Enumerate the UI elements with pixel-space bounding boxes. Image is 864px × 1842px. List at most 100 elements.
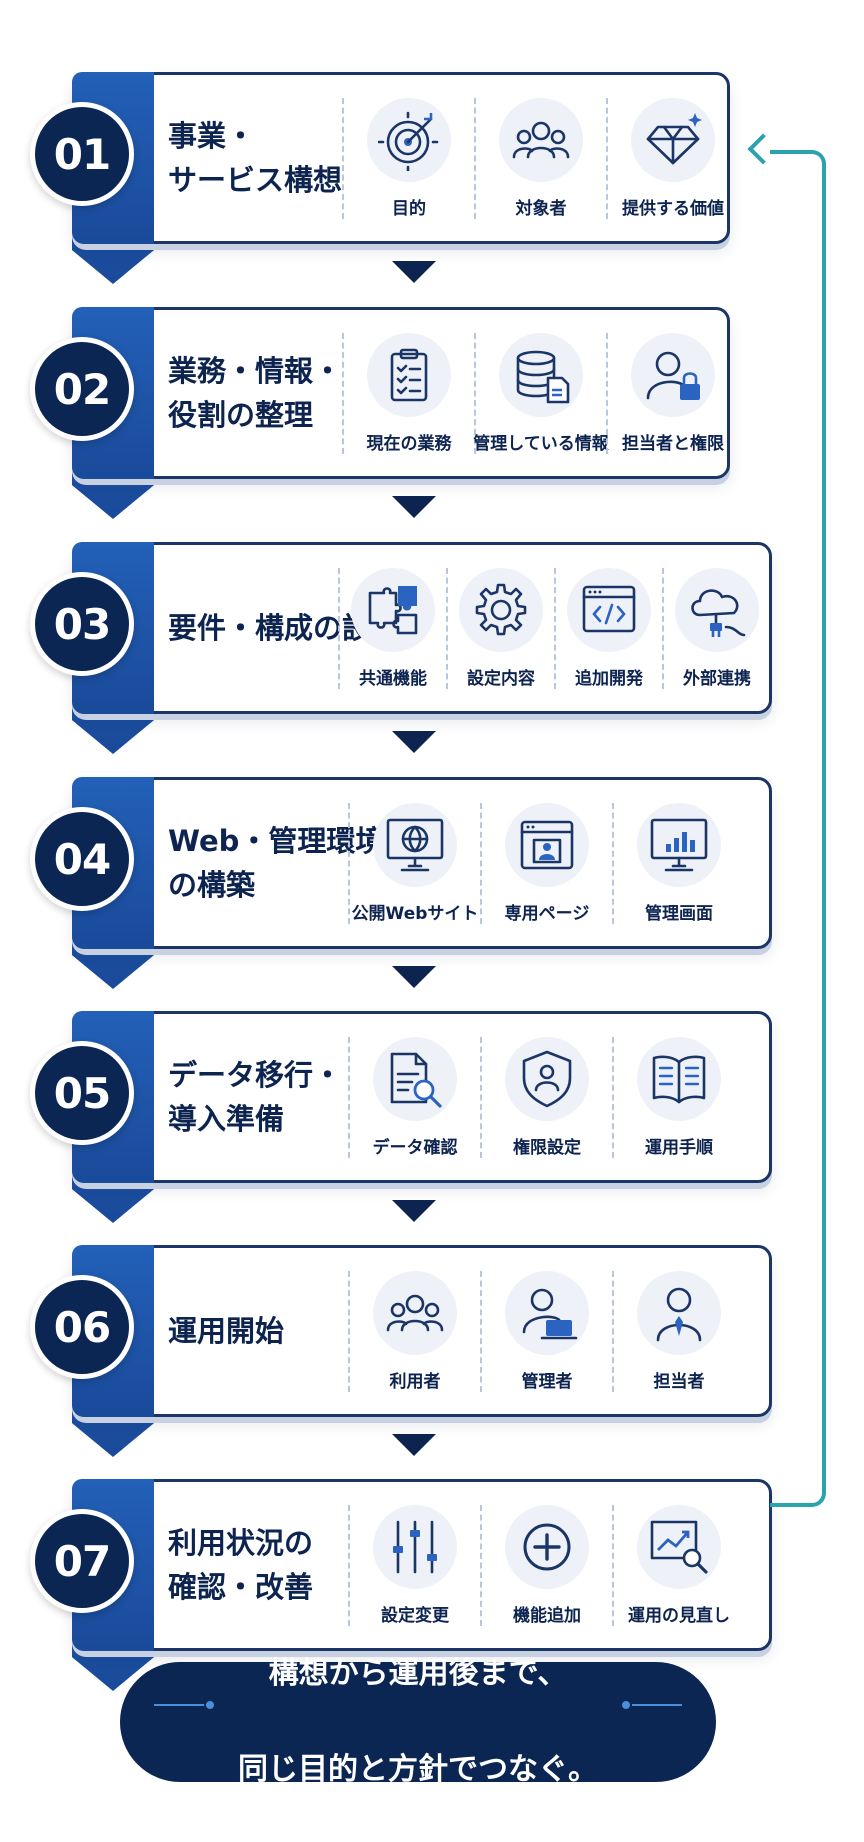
- step-title-line: 利用状況の: [168, 1526, 314, 1560]
- step-item: 追加開発: [554, 568, 662, 689]
- footer-text: 構想から運用後まで、 同じ目的と方針でつなぐ。: [238, 1602, 598, 1842]
- step-title: データ移行・導入準備: [168, 1011, 342, 1183]
- document-search-icon: [373, 1037, 457, 1121]
- step-item: 利用者: [348, 1271, 480, 1392]
- step-title-line: データ移行・: [168, 1058, 343, 1092]
- step-number-badge: 05: [30, 1041, 134, 1145]
- step-item: 機能追加: [480, 1505, 612, 1626]
- step-item-label: 公開Webサイト: [351, 904, 479, 924]
- step-title-line: サービス構想: [168, 163, 343, 197]
- globe-monitor-icon: [373, 803, 457, 887]
- plus-circle-icon: [505, 1505, 589, 1589]
- step-items: 設定変更 機能追加 運用の見直し: [348, 1505, 744, 1626]
- user-window-icon: [505, 803, 589, 887]
- database-icon: [499, 333, 583, 417]
- step-title: 運用開始: [168, 1245, 284, 1417]
- step-item-label: 追加開発: [575, 669, 643, 689]
- step-title-line: 役割の整理: [168, 398, 314, 432]
- step-item: 権限設定: [480, 1037, 612, 1158]
- step-title-line: 事業・: [168, 119, 256, 153]
- people-icon: [373, 1271, 457, 1355]
- sliders-icon: [373, 1505, 457, 1589]
- step-item-label: 対象者: [515, 199, 567, 219]
- step-item-label: 設定変更: [381, 1606, 449, 1626]
- flow-down-arrow: [392, 261, 436, 283]
- step-title-line: 確認・改善: [168, 1570, 314, 1604]
- footer-left-dot: [206, 1701, 214, 1709]
- step-item-label: 共通機能: [359, 669, 427, 689]
- step-number-badge: 04: [30, 807, 134, 911]
- step-item: 担当者: [612, 1271, 744, 1392]
- step-items: 共通機能 設定内容 追加開発 外部連携: [338, 568, 770, 689]
- cloud-plug-icon: [675, 568, 759, 652]
- step-item-label: 外部連携: [683, 669, 751, 689]
- footer-right-dot: [622, 1701, 630, 1709]
- step-item-label: 担当者: [653, 1372, 705, 1392]
- step-title-line: 運用開始: [168, 1314, 285, 1348]
- step-item: 担当者と権限: [606, 333, 738, 454]
- step-item: 現在の業務: [342, 333, 474, 454]
- flow-down-arrow: [392, 496, 436, 518]
- footer-line-2: 同じ目的と方針でつなぐ。: [238, 1752, 598, 1787]
- person-tie-icon: [637, 1271, 721, 1355]
- diamond-icon: [631, 98, 715, 182]
- step-number-badge: 06: [30, 1275, 134, 1379]
- footer-left-line: [154, 1704, 204, 1706]
- admin-laptop-icon: [505, 1271, 589, 1355]
- step-item-label: 提供する価値: [622, 199, 724, 219]
- step-title: 事業・サービス構想: [168, 72, 342, 244]
- step-items: 目的 対象者 提供する価値: [342, 98, 738, 219]
- flow-down-arrow: [392, 1434, 436, 1456]
- step-title: 利用状況の確認・改善: [168, 1479, 313, 1651]
- step-item: 目的: [342, 98, 474, 219]
- gear-icon: [459, 568, 543, 652]
- footer-line-1: 構想から運用後まで、: [268, 1656, 568, 1691]
- step-item: 公開Webサイト: [348, 803, 480, 924]
- step-number-badge: 07: [30, 1509, 134, 1613]
- step-item: 対象者: [474, 98, 606, 219]
- step-item: データ確認: [348, 1037, 480, 1158]
- step-item-label: データ確認: [372, 1138, 458, 1158]
- step-item-label: 権限設定: [513, 1138, 581, 1158]
- step-item-label: 機能追加: [513, 1606, 581, 1626]
- step-items: 現在の業務 管理している情報担当者と権限: [342, 333, 738, 454]
- step-item-label: 運用の見直し: [628, 1606, 730, 1626]
- feedback-loop-arrow: [770, 150, 826, 1507]
- step-title-line: 業務・情報・: [168, 354, 343, 388]
- step-item-label: 運用手順: [645, 1138, 713, 1158]
- step-item-label: 管理している情報: [473, 434, 609, 454]
- step-item: 設定内容: [446, 568, 554, 689]
- step-item-label: 管理画面: [645, 904, 713, 924]
- step-item-label: 目的: [392, 199, 426, 219]
- clipboard-icon: [367, 333, 451, 417]
- shield-user-icon: [505, 1037, 589, 1121]
- step-item: 運用の見直し: [612, 1505, 744, 1626]
- footer-right-line: [632, 1704, 682, 1706]
- step-title-line: 導入準備: [168, 1102, 285, 1136]
- step-items: 利用者 管理者担当者: [348, 1271, 744, 1392]
- step-number-badge: 02: [30, 337, 134, 441]
- step-item: 設定変更: [348, 1505, 480, 1626]
- step-item: 外部連携: [662, 568, 770, 689]
- step-item-label: 現在の業務: [366, 434, 452, 454]
- footer-banner: 構想から運用後まで、 同じ目的と方針でつなぐ。: [120, 1656, 716, 1787]
- step-number-badge: 01: [30, 102, 134, 206]
- step-items: 公開Webサイト 専用ページ 管理画面: [348, 803, 744, 924]
- people-icon: [499, 98, 583, 182]
- flow-down-arrow: [392, 1200, 436, 1222]
- puzzle-icon: [351, 568, 435, 652]
- step-item-label: 利用者: [389, 1372, 441, 1392]
- step-item-label: 担当者と権限: [622, 434, 724, 454]
- step-item: 共通機能: [338, 568, 446, 689]
- trend-search-icon: [637, 1505, 721, 1589]
- book-icon: [637, 1037, 721, 1121]
- target-icon: [367, 98, 451, 182]
- step-item: 管理している情報: [473, 333, 609, 454]
- user-lock-icon: [631, 333, 715, 417]
- step-title: 業務・情報・役割の整理: [168, 307, 342, 479]
- step-item-label: 設定内容: [467, 669, 535, 689]
- step-item-label: 専用ページ: [504, 904, 590, 924]
- step-item: 管理者: [480, 1271, 612, 1392]
- step-item: 管理画面: [612, 803, 744, 924]
- code-window-icon: [567, 568, 651, 652]
